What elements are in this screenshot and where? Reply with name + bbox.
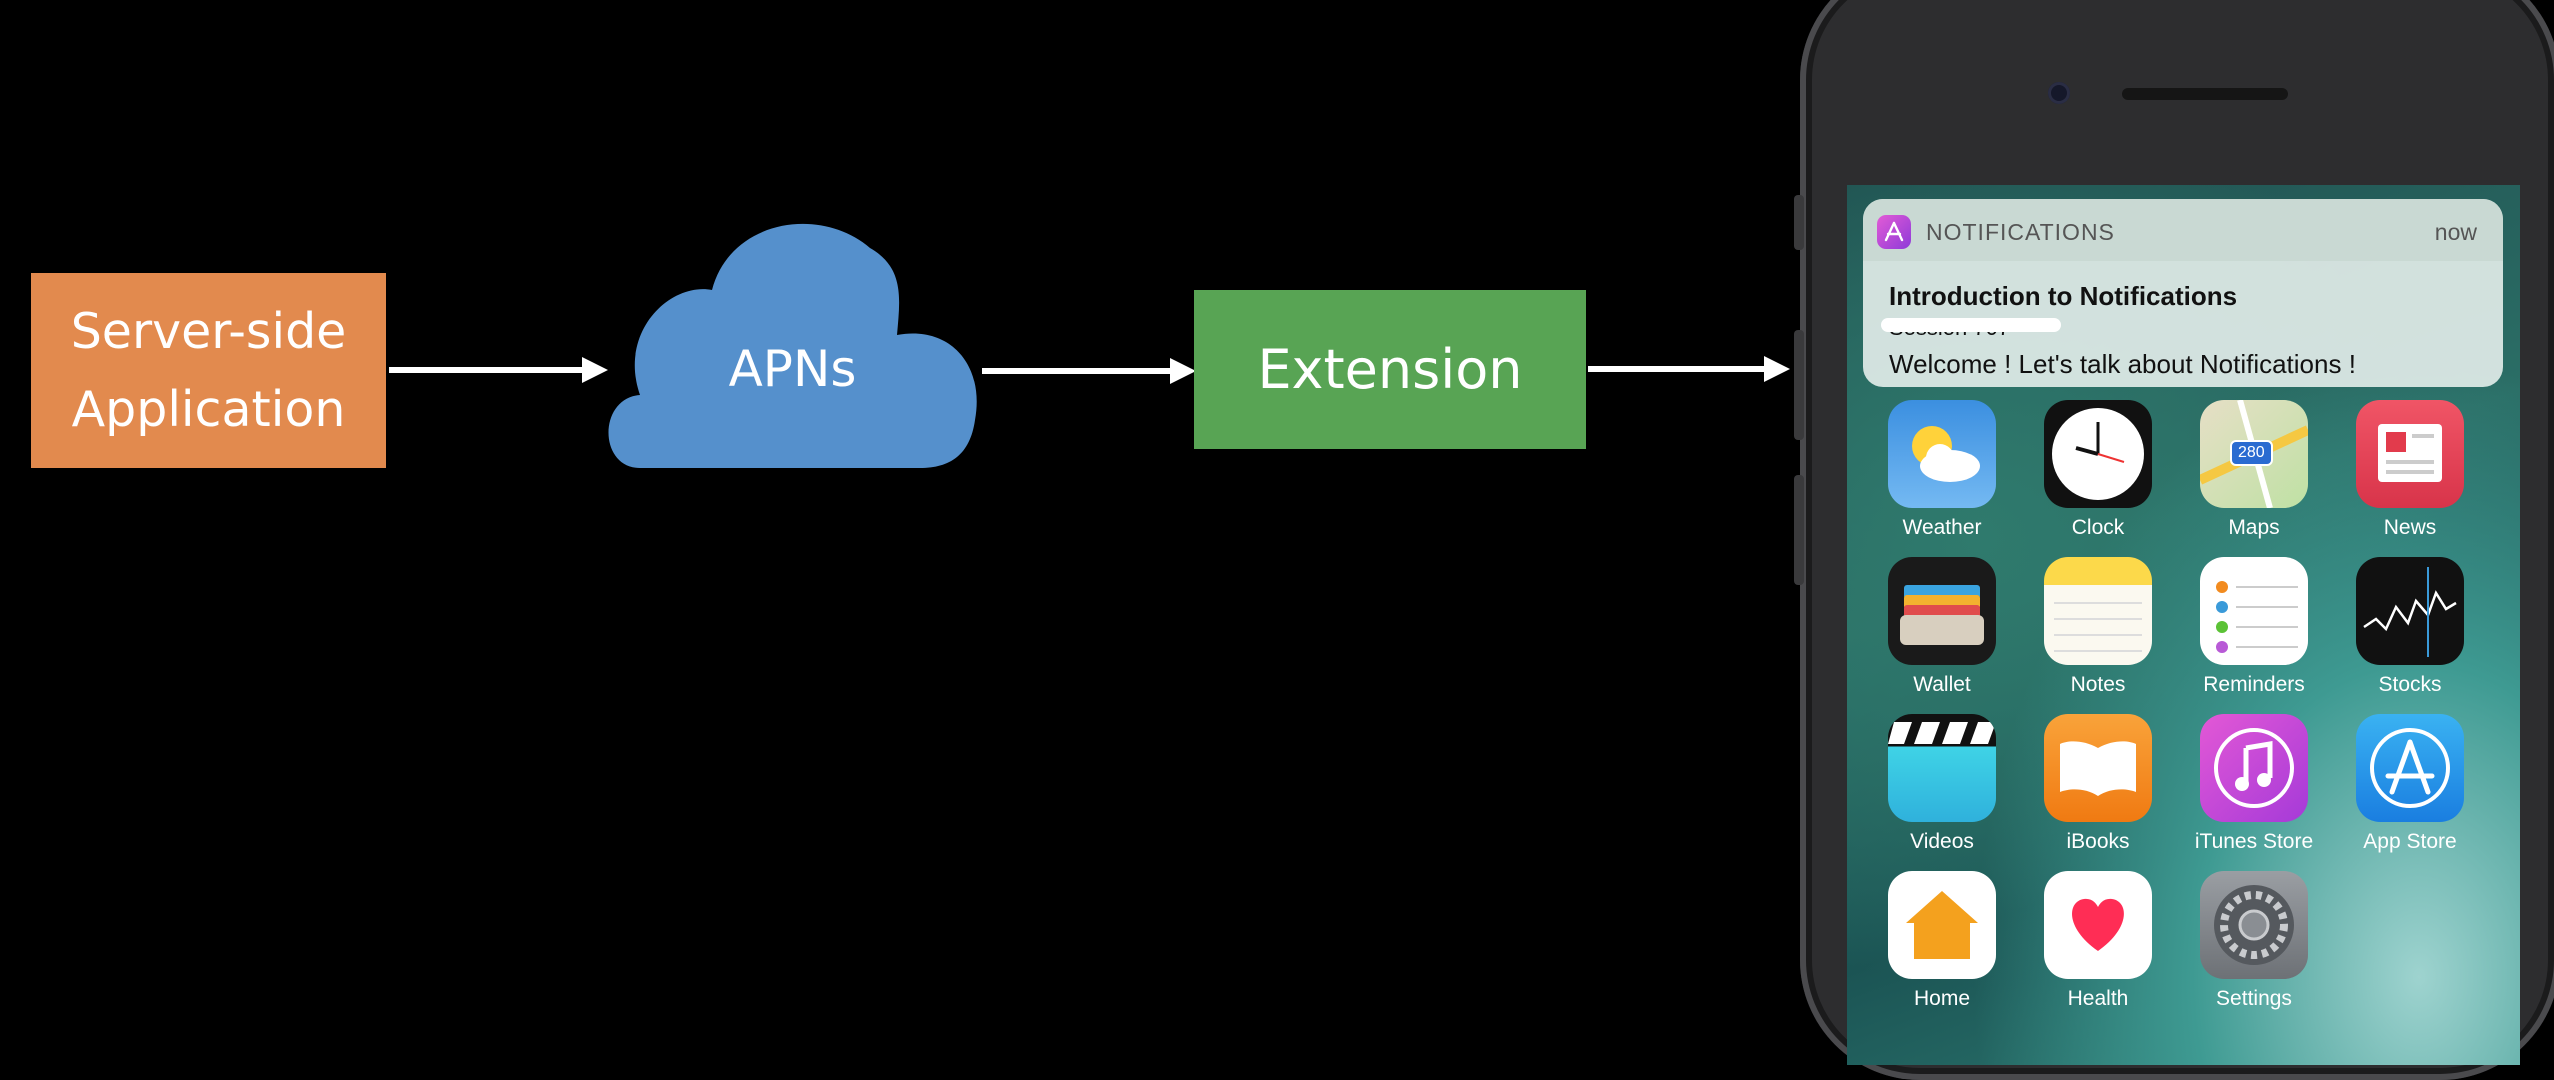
extension-box: Extension [1194, 290, 1586, 449]
app-label: iTunes Store [2194, 830, 2314, 853]
app-health[interactable]: Health [2023, 871, 2173, 1011]
iphone: NOTIFICATIONS now Introduction to Notifi… [1794, 0, 2554, 1080]
app-itunes-store[interactable]: iTunes Store [2179, 714, 2329, 854]
home-screen: NOTIFICATIONS now Introduction to Notifi… [1847, 185, 2520, 1065]
app-label: App Store [2363, 830, 2457, 853]
app-label: Maps [2228, 516, 2280, 539]
app-maps[interactable]: 280 Maps [2179, 400, 2329, 540]
app-videos[interactable]: Videos [1867, 714, 2017, 854]
app-label: Clock [2071, 516, 2125, 539]
apns-cloud [608, 223, 977, 468]
front-camera [2048, 82, 2070, 104]
extension-label: Extension [1257, 338, 1523, 401]
weather-icon [1888, 400, 1996, 508]
app-label: News [2383, 516, 2437, 539]
maps-badge: 280 [2230, 440, 2273, 466]
notification-body: Welcome ! Let's talk about Notifications… [1889, 349, 2356, 379]
app-wallet[interactable]: Wallet [1867, 557, 2017, 697]
app-label: Notes [2070, 673, 2126, 696]
volume-down-button [1794, 475, 1804, 585]
app-settings[interactable]: Settings [2179, 871, 2329, 1011]
earpiece-speaker [2122, 88, 2288, 100]
app-notes[interactable]: Notes [2023, 557, 2173, 697]
ibooks-icon [2044, 714, 2152, 822]
app-label: iBooks [2066, 830, 2130, 853]
arrowhead [1170, 358, 1196, 384]
app-home[interactable]: Home [1867, 871, 2017, 1011]
clock-icon [2044, 400, 2152, 508]
maps-icon: 280 [2200, 400, 2308, 508]
app-label: Videos [1910, 830, 1974, 853]
app-label: Weather [1902, 516, 1982, 539]
app-label: Reminders [2203, 673, 2305, 696]
app-reminders[interactable]: Reminders [2179, 557, 2329, 697]
redaction-scribble [1881, 318, 2061, 332]
settings-icon [2200, 871, 2308, 979]
app-clock[interactable]: Clock [2023, 400, 2173, 540]
app-store-icon [2356, 714, 2464, 822]
news-icon [2356, 400, 2464, 508]
wallet-icon [1888, 557, 1996, 665]
itunes-store-icon [2200, 714, 2308, 822]
app-label: Stocks [2378, 673, 2442, 696]
app-ibooks[interactable]: iBooks [2023, 714, 2173, 854]
notes-icon [2044, 557, 2152, 665]
notification-header: NOTIFICATIONS now [1863, 199, 2503, 261]
arrowhead [1764, 356, 1790, 382]
apns-label: APNs [728, 340, 857, 398]
server-side-application-box: Server-side Application [31, 273, 386, 468]
app-label: Wallet [1913, 673, 1971, 696]
server-label-line2: Application [71, 380, 346, 438]
arrowhead [582, 357, 608, 383]
mute-switch [1794, 195, 1804, 250]
notification-banner[interactable]: NOTIFICATIONS now Introduction to Notifi… [1863, 199, 2503, 387]
home-icon [1888, 871, 1996, 979]
app-label: Health [2067, 987, 2129, 1010]
volume-up-button [1794, 330, 1804, 440]
app-news[interactable]: News [2335, 400, 2485, 540]
notification-title: Introduction to Notifications [1889, 281, 2238, 311]
reminders-icon [2200, 557, 2308, 665]
health-icon [2044, 871, 2152, 979]
app-label: Settings [2216, 987, 2292, 1010]
notification-app-icon [1877, 215, 1911, 249]
app-weather[interactable]: Weather [1867, 400, 2017, 540]
app-label: Home [1913, 987, 1971, 1010]
app-stocks[interactable]: Stocks [2335, 557, 2485, 697]
flow-diagram [389, 223, 1790, 468]
videos-icon [1888, 714, 1996, 822]
notification-app-name: NOTIFICATIONS [1926, 219, 2115, 245]
stocks-icon [2356, 557, 2464, 665]
notification-time: now [2434, 219, 2477, 245]
app-app-store[interactable]: App Store [2335, 714, 2485, 854]
server-label-line1: Server-side [70, 302, 347, 360]
